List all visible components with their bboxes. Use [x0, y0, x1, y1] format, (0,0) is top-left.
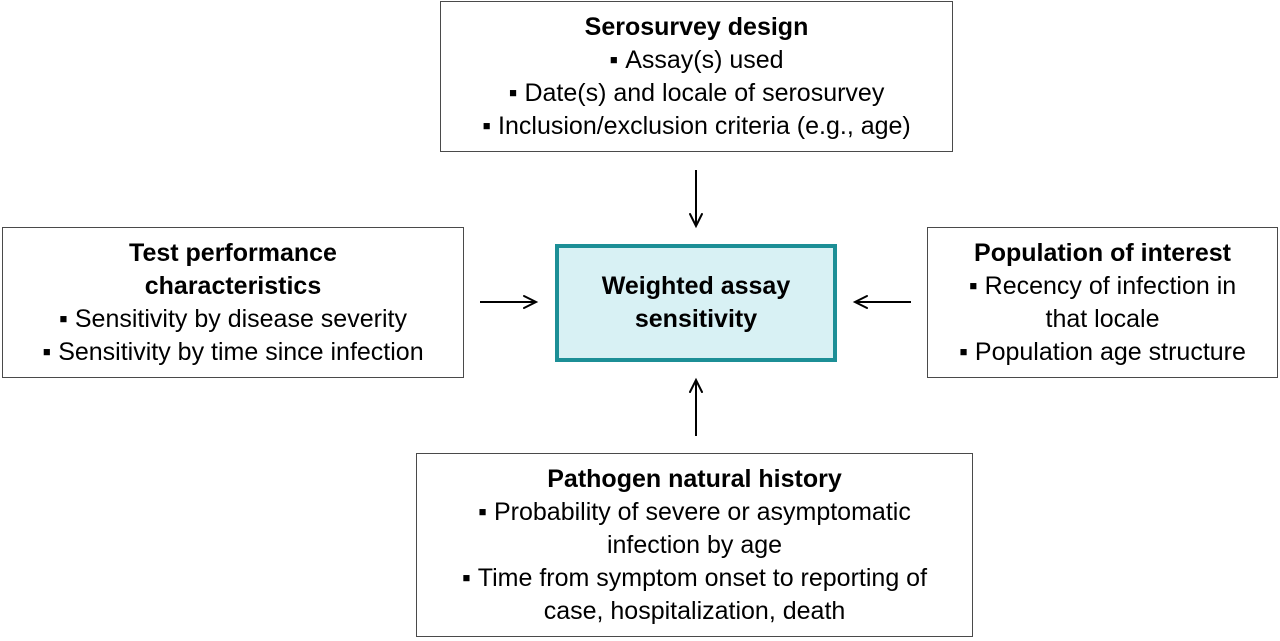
center-label-line1: Weighted assay — [601, 272, 791, 300]
arrowhead-left — [523, 295, 539, 309]
arrowhead-right — [852, 295, 868, 309]
population-item1-line2: that locale — [1045, 305, 1160, 333]
serosurvey-design-title: Serosurvey design — [584, 13, 809, 41]
weighted-assay-sensitivity-box: Weighted assay sensitivity — [555, 244, 837, 362]
test-performance-item: Sensitivity by disease severity — [3, 303, 463, 336]
pathogen-item2-line1: Time from symptom onset to reporting of — [417, 562, 972, 595]
pathogen-item2-line2: case, hospitalization, death — [543, 597, 846, 625]
arrowhead-bottom — [689, 377, 703, 393]
pathogen-natural-history-box: Pathogen natural history Probability of … — [416, 453, 973, 637]
arrowhead-top — [689, 213, 703, 229]
population-of-interest-box: Population of interest Recency of infect… — [927, 227, 1278, 378]
test-performance-box: Test performance characteristics Sensiti… — [2, 227, 464, 378]
test-performance-item: Sensitivity by time since infection — [3, 336, 463, 369]
pathogen-title: Pathogen natural history — [547, 465, 842, 493]
test-performance-title-line2: characteristics — [144, 272, 322, 300]
pathogen-item1-line1: Probability of severe or asymptomatic — [417, 496, 972, 529]
pathogen-item1-line2: infection by age — [606, 531, 783, 559]
center-label-line2: sensitivity — [634, 305, 758, 333]
population-item2: Population age structure — [928, 336, 1277, 369]
serosurvey-item: Inclusion/exclusion criteria (e.g., age) — [441, 110, 952, 143]
serosurvey-item: Assay(s) used — [441, 44, 952, 77]
population-title: Population of interest — [974, 239, 1231, 267]
serosurvey-item: Date(s) and locale of serosurvey — [441, 77, 952, 110]
test-performance-title-line1: Test performance — [129, 239, 337, 267]
serosurvey-design-box: Serosurvey design Assay(s) used Date(s) … — [440, 1, 953, 152]
population-item1-line1: Recency of infection in — [928, 270, 1277, 303]
